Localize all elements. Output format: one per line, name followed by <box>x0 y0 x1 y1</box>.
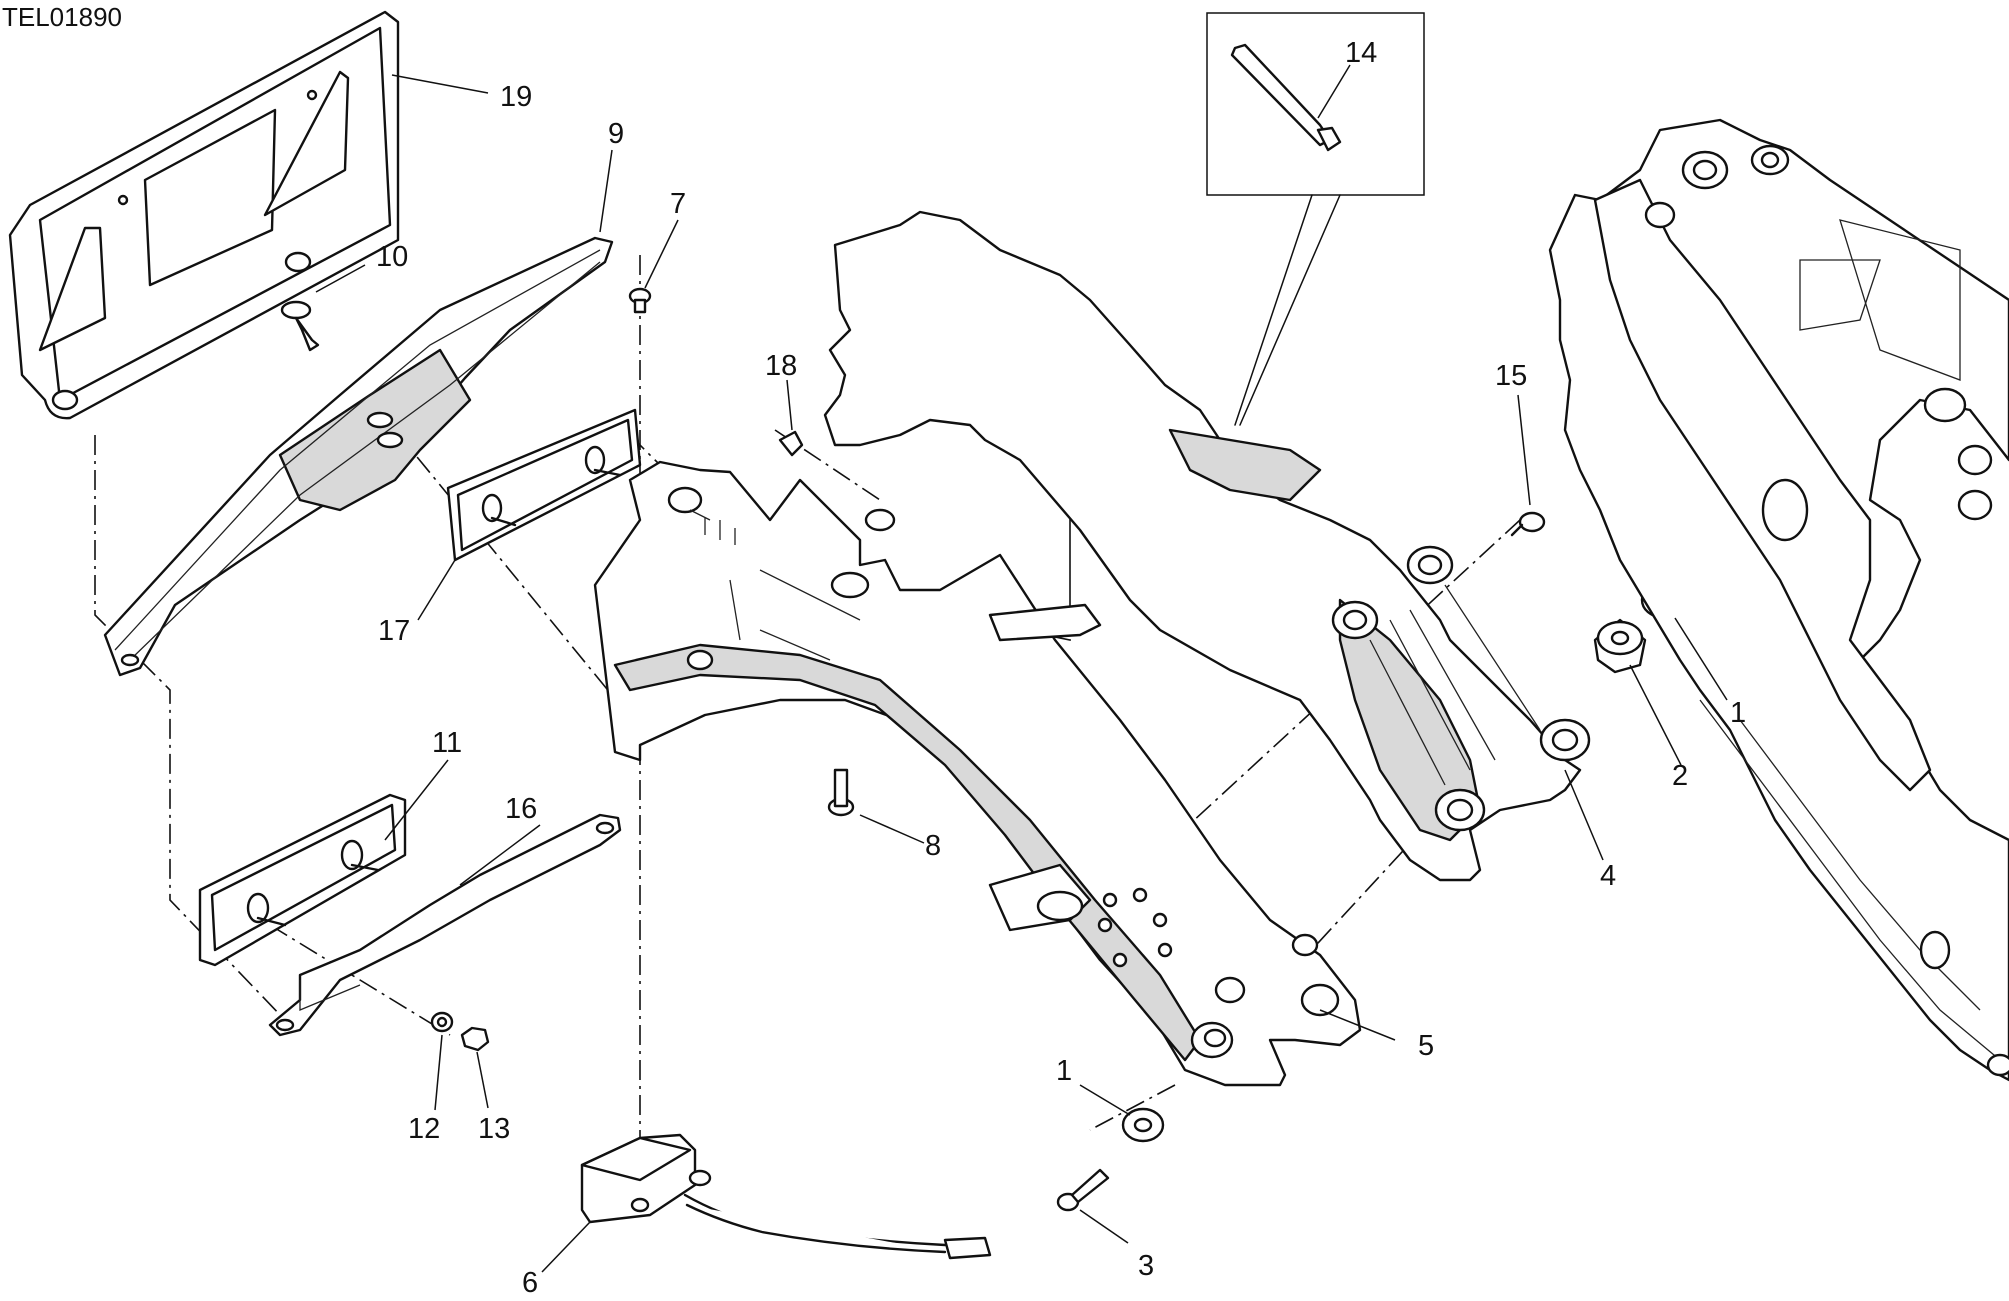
screw-7 <box>628 287 652 314</box>
screw-10 <box>280 300 320 352</box>
callout-5: 5 <box>1418 1030 1434 1062</box>
washer-12 <box>430 1011 454 1033</box>
rear-subframe-5 <box>593 460 1362 1087</box>
washer-1-bottom <box>1121 1107 1165 1143</box>
screw-8 <box>827 768 855 817</box>
reflector-11 <box>198 793 407 967</box>
tail-section-4 <box>823 210 1591 882</box>
clip-nut-18 <box>778 430 804 457</box>
callout-8: 8 <box>925 830 941 862</box>
callout-10: 10 <box>376 241 408 273</box>
callout-18: 18 <box>765 350 797 382</box>
reflector-bracket-16 <box>268 813 622 1037</box>
callout-labels: 19 9 10 7 18 14 15 17 11 16 8 12 13 6 1 … <box>376 37 1746 1299</box>
license-plate-bracket-9 <box>103 236 614 677</box>
license-plate-light-6 <box>580 1133 992 1260</box>
callout-leaders <box>315 64 1728 1273</box>
nut-13 <box>460 1026 490 1052</box>
callout-15: 15 <box>1495 360 1527 392</box>
callout-6: 6 <box>522 1267 538 1299</box>
reflector-17 <box>446 408 642 562</box>
callout-13: 13 <box>478 1113 510 1145</box>
rubber-bushing-2 <box>1593 618 1647 674</box>
main-frame <box>1548 118 2009 1082</box>
callout-19: 19 <box>500 81 532 113</box>
callout-14: 14 <box>1345 37 1377 69</box>
license-plate-holder-19 <box>8 10 400 420</box>
screw-15 <box>1510 511 1546 537</box>
callout-12: 12 <box>408 1113 440 1145</box>
cable-tie-inset-14 <box>1206 12 1425 426</box>
callout-17: 17 <box>378 615 410 647</box>
callout-9: 9 <box>608 118 624 150</box>
callout-3: 3 <box>1138 1250 1154 1282</box>
callout-1-bottom: 1 <box>1056 1055 1072 1087</box>
callout-16: 16 <box>505 793 537 825</box>
callout-4: 4 <box>1600 860 1616 892</box>
callout-7: 7 <box>670 188 686 220</box>
callout-1-right: 1 <box>1730 697 1746 729</box>
drawing-code: TEL01890 <box>2 2 122 32</box>
screw-3 <box>1056 1168 1110 1212</box>
callout-11: 11 <box>432 727 462 759</box>
callout-2: 2 <box>1672 760 1688 792</box>
